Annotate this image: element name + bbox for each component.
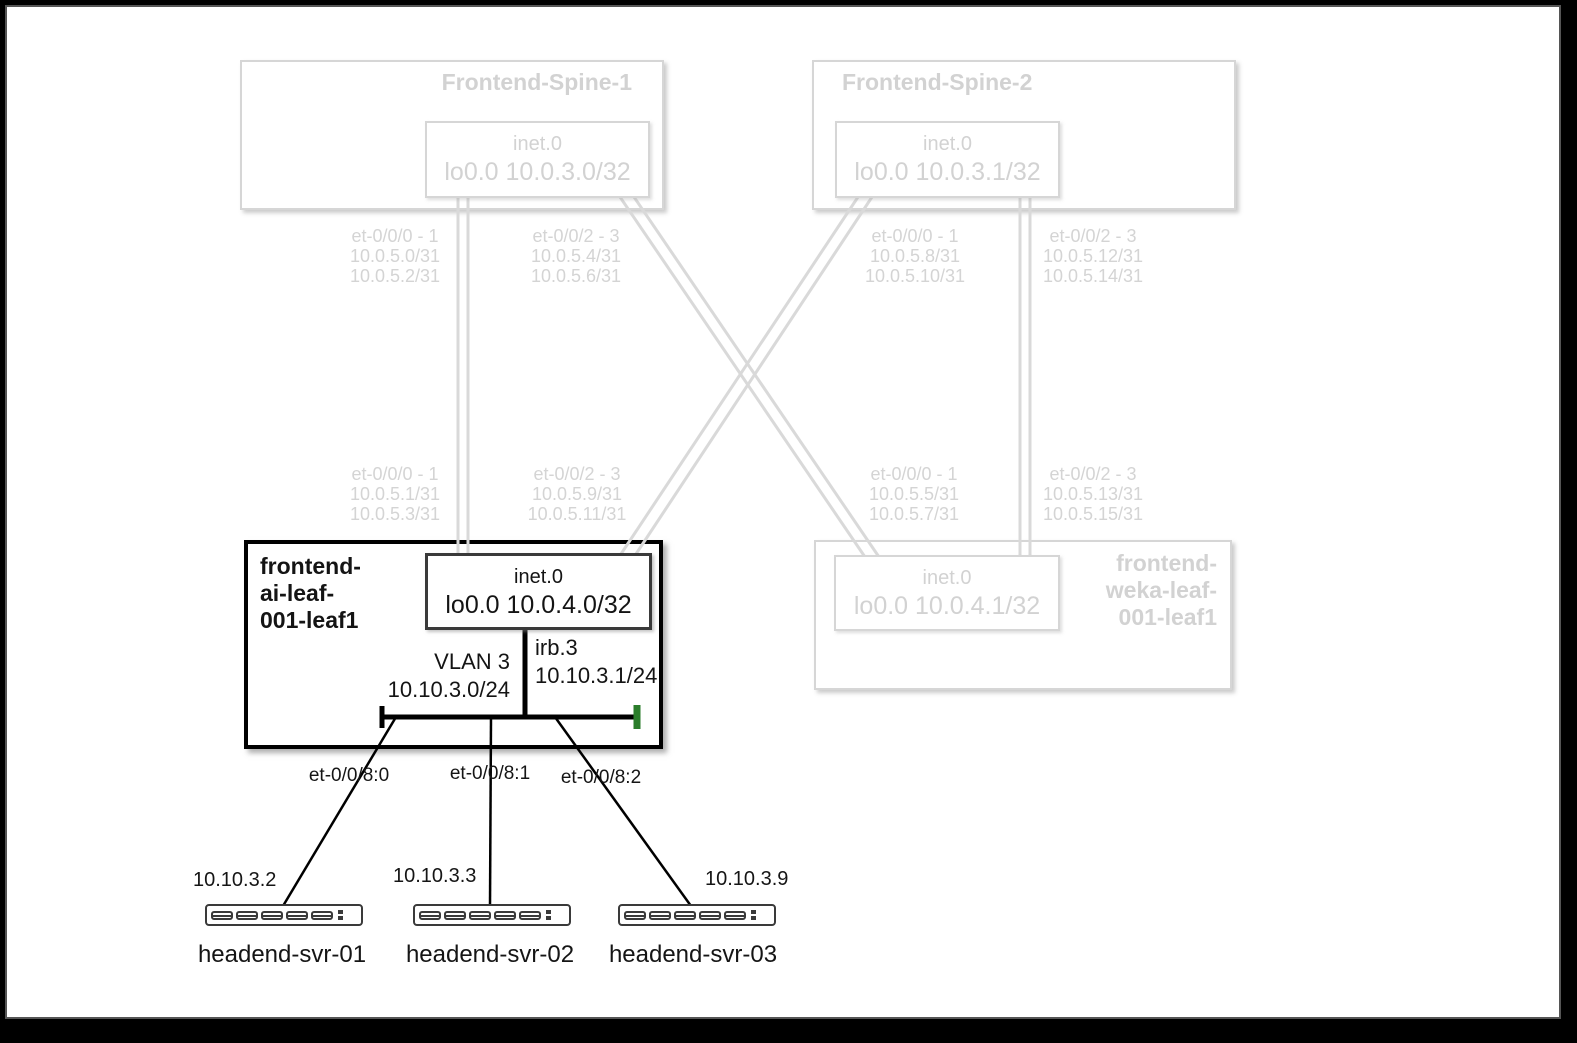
server-port bbox=[444, 910, 466, 920]
node-title-ai-leaf: frontend- ai-leaf- 001-leaf1 bbox=[260, 553, 420, 634]
server-port bbox=[519, 910, 541, 920]
link-port-label: et-0/0/0 - 1 bbox=[351, 226, 439, 246]
link-subnet-label: 10.0.5.2/31 bbox=[349, 266, 441, 286]
link-port-label: et-0/0/2 - 3 bbox=[1049, 226, 1137, 246]
server-port bbox=[286, 910, 308, 920]
link-subnet-label: 10.0.5.4/31 bbox=[530, 246, 622, 266]
server-name-2: headend-svr-02 bbox=[405, 941, 575, 968]
link-label-spine2-left: et-0/0/0 - 1 10.0.5.8/31 10.0.5.10/31 bbox=[840, 226, 990, 286]
server-port bbox=[624, 910, 646, 920]
server-led-dots bbox=[546, 910, 551, 920]
link-port-label: et-0/0/2 - 3 bbox=[533, 464, 621, 484]
node-title-spine1: Frontend-Spine-1 bbox=[441, 69, 632, 95]
node-title-line: 001-leaf1 bbox=[1118, 604, 1217, 630]
server-name-3: headend-svr-03 bbox=[608, 941, 778, 968]
vlan-name: VLAN 3 bbox=[434, 649, 510, 674]
server-icon-3 bbox=[618, 904, 776, 926]
routing-table-box-spine2: inet.0 lo0.0 10.0.3.1/32 bbox=[835, 121, 1060, 198]
link-subnet-label: 10.0.5.5/31 bbox=[868, 484, 960, 504]
server-icon-1 bbox=[205, 904, 363, 926]
link-label-aileaf-left: et-0/0/0 - 1 10.0.5.1/31 10.0.5.3/31 bbox=[320, 464, 470, 524]
server-ip-1: 10.10.3.2 bbox=[193, 869, 277, 891]
link-label-wekaleaf-right: et-0/0/2 - 3 10.0.5.13/31 10.0.5.15/31 bbox=[1018, 464, 1168, 524]
node-title-line: weka-leaf- bbox=[1105, 577, 1217, 603]
server-port bbox=[419, 910, 441, 920]
link-subnet-label: 10.0.5.11/31 bbox=[527, 504, 627, 524]
link-subnet-label: 10.0.5.7/31 bbox=[868, 504, 960, 524]
link-subnet-label: 10.0.5.0/31 bbox=[349, 246, 441, 266]
server-port bbox=[649, 910, 671, 920]
irb-label: irb.3 10.10.3.1/24 bbox=[535, 634, 695, 690]
vlan-subnet: 10.10.3.0/24 bbox=[387, 677, 510, 702]
routing-table-box-ai-leaf: inet.0 lo0.0 10.0.4.0/32 bbox=[425, 553, 652, 630]
link-label-aileaf-right: et-0/0/2 - 3 10.0.5.9/31 10.0.5.11/31 bbox=[502, 464, 652, 524]
server-name-1: headend-svr-01 bbox=[197, 941, 367, 968]
server-ip-3: 10.10.3.9 bbox=[705, 868, 789, 890]
link-port-label: et-0/0/0 - 1 bbox=[871, 226, 959, 246]
link-subnet-label: 10.0.5.15/31 bbox=[1042, 504, 1144, 524]
link-subnet-label: 10.0.5.10/31 bbox=[864, 266, 966, 286]
link-port-label: et-0/0/2 - 3 bbox=[532, 226, 620, 246]
node-title-spine2: Frontend-Spine-2 bbox=[842, 69, 1033, 95]
loopback-address: lo0.0 10.0.4.1/32 bbox=[853, 592, 1041, 620]
link-spine2-aileaf-line bbox=[617, 196, 860, 558]
link-label-spine1-right: et-0/0/2 - 3 10.0.5.4/31 10.0.5.6/31 bbox=[501, 226, 651, 286]
server-port bbox=[469, 910, 491, 920]
link-subnet-label: 10.0.5.3/31 bbox=[349, 504, 441, 524]
routing-table-name: inet.0 bbox=[922, 567, 972, 589]
routing-table-name: inet.0 bbox=[513, 133, 562, 155]
node-title-line: frontend- bbox=[1116, 550, 1217, 576]
link-subnet-label: 10.0.5.12/31 bbox=[1042, 246, 1144, 266]
server-port bbox=[674, 910, 696, 920]
access-port-label-3: et-0/0/8:2 bbox=[560, 767, 642, 788]
link-label-wekaleaf-left: et-0/0/0 - 1 10.0.5.5/31 10.0.5.7/31 bbox=[839, 464, 989, 524]
irb-ip: 10.10.3.1/24 bbox=[535, 663, 658, 688]
server-port bbox=[724, 910, 746, 920]
link-subnet-label: 10.0.5.9/31 bbox=[531, 484, 623, 504]
diagram-canvas: Frontend-Spine-1 Frontend-Spine-2 fronte… bbox=[5, 5, 1561, 1019]
loopback-address: lo0.0 10.0.4.0/32 bbox=[445, 591, 632, 619]
link-spine1-wekaleaf-line bbox=[618, 196, 867, 558]
server-ip-2: 10.10.3.3 bbox=[393, 865, 477, 887]
vlan-label: VLAN 3 10.10.3.0/24 bbox=[310, 648, 510, 704]
server-port bbox=[494, 910, 516, 920]
link-label-spine1-left: et-0/0/0 - 1 10.0.5.0/31 10.0.5.2/31 bbox=[320, 226, 470, 286]
routing-table-box-weka-leaf: inet.0 lo0.0 10.0.4.1/32 bbox=[834, 555, 1060, 631]
server-port bbox=[236, 910, 258, 920]
routing-table-name: inet.0 bbox=[923, 133, 972, 155]
link-port-label: et-0/0/0 - 1 bbox=[351, 464, 439, 484]
link-subnet-label: 10.0.5.1/31 bbox=[349, 484, 441, 504]
link-subnet-label: 10.0.5.8/31 bbox=[869, 246, 961, 266]
server-port bbox=[211, 910, 233, 920]
link-port-label: et-0/0/0 - 1 bbox=[870, 464, 958, 484]
routing-table-name: inet.0 bbox=[514, 566, 563, 588]
link-port-label: et-0/0/2 - 3 bbox=[1049, 464, 1137, 484]
node-title-weka-leaf: frontend- weka-leaf- 001-leaf1 bbox=[1017, 550, 1217, 631]
link-subnet-label: 10.0.5.6/31 bbox=[530, 266, 622, 286]
node-title-line: 001-leaf1 bbox=[260, 607, 359, 633]
server-icon-2 bbox=[413, 904, 571, 926]
server-port bbox=[699, 910, 721, 920]
loopback-address: lo0.0 10.0.3.1/32 bbox=[854, 158, 1041, 186]
link-subnet-label: 10.0.5.13/31 bbox=[1042, 484, 1144, 504]
irb-name: irb.3 bbox=[535, 635, 578, 660]
server-led-dots bbox=[751, 910, 756, 920]
server-led-dots bbox=[338, 910, 343, 920]
loopback-address: lo0.0 10.0.3.0/32 bbox=[444, 158, 631, 186]
link-subnet-label: 10.0.5.14/31 bbox=[1042, 266, 1144, 286]
link-spine2-aileaf-line bbox=[632, 196, 874, 558]
routing-table-box-spine1: inet.0 lo0.0 10.0.3.0/32 bbox=[425, 121, 650, 198]
access-port-label-1: et-0/0/8:0 bbox=[308, 765, 390, 786]
server-port bbox=[261, 910, 283, 920]
node-title-line: frontend- bbox=[260, 553, 361, 579]
server-port bbox=[311, 910, 333, 920]
node-title-line: ai-leaf- bbox=[260, 580, 335, 606]
link-label-spine2-right: et-0/0/2 - 3 10.0.5.12/31 10.0.5.14/31 bbox=[1018, 226, 1168, 286]
